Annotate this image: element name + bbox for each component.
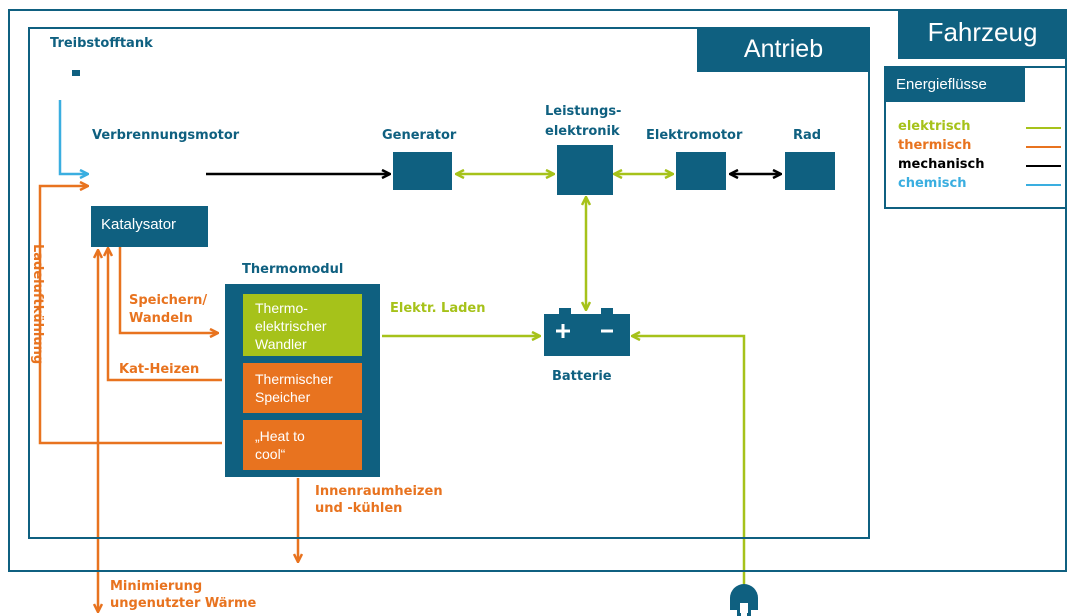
thermo-module-label: Thermomodul — [242, 262, 344, 277]
legend-label: mechanisch — [898, 157, 985, 172]
vehicle-frame — [8, 9, 1067, 572]
catalyst-box — [91, 206, 208, 247]
thermal-flow-line — [38, 186, 222, 445]
waste-heat-label-1: Minimierung — [110, 579, 203, 594]
thermal-flow-line — [108, 248, 222, 382]
thermoelectric-converter: Thermo- elektrischer Wandler — [243, 294, 362, 356]
store-convert-label-1: Speichern/ — [129, 293, 208, 308]
legend-label: chemisch — [898, 176, 967, 191]
chemical-flow-line — [58, 100, 88, 174]
legend-label: elektrisch — [898, 119, 971, 134]
legend-swatch — [1026, 165, 1061, 167]
waste-heat-label-2: ungenutzter Wärme — [110, 596, 257, 611]
legend-item-electric: elektrisch — [898, 119, 1068, 135]
generator-box — [393, 152, 452, 190]
module-line: Thermo- — [255, 300, 308, 316]
cabin-label-2: und -kühlen — [315, 501, 403, 516]
power-electronics-box — [557, 145, 613, 195]
charge-air-cooling-label: Ladeluftkühlung — [30, 244, 45, 365]
module-line: Speicher — [255, 389, 311, 405]
cat-heating-label: Kat-Heizen — [119, 362, 200, 377]
legend-item-chemical: chemisch — [898, 176, 1068, 192]
fuel-tank-label: Treibstofftank — [50, 36, 153, 51]
module-line: Thermischer — [255, 371, 333, 387]
legend-swatch — [1026, 127, 1061, 129]
thermal-flow-line — [118, 247, 218, 333]
store-convert-label-2: Wandeln — [129, 311, 193, 326]
power-electronics-label-1: Leistungs- — [545, 104, 622, 119]
legend: Energieflüsse elektrisch thermisch mecha… — [884, 66, 1067, 209]
thermal-storage: Thermischer Speicher — [243, 363, 362, 413]
fuel-pump-icon — [70, 67, 87, 87]
engine-label: Verbrennungsmotor — [92, 128, 240, 143]
generator-label: Generator — [382, 128, 457, 143]
elec-charging-label: Elektr. Laden — [390, 301, 486, 316]
plug-icon — [730, 584, 758, 616]
wheel-label: Rad — [793, 128, 822, 143]
cylinder-icons — [100, 160, 196, 188]
vehicle-label: Fahrzeug — [898, 9, 1067, 59]
electric-motor-label: Elektromotor — [646, 128, 743, 143]
legend-swatch — [1026, 184, 1061, 186]
electric-flow-line — [632, 336, 746, 598]
legend-swatch — [1026, 146, 1061, 148]
module-line: elektrischer — [255, 318, 327, 334]
drive-label: Antrieb — [697, 27, 870, 72]
legend-title: Energieflüsse — [886, 68, 1025, 102]
drive-frame — [28, 27, 870, 539]
module-line: „Heat to — [255, 428, 305, 444]
electric-motor-box — [676, 152, 726, 190]
module-line: cool“ — [255, 446, 286, 462]
battery-icon — [544, 308, 630, 356]
battery-label: Batterie — [552, 369, 612, 384]
legend-label: thermisch — [898, 138, 972, 153]
wheel-box — [785, 152, 835, 190]
legend-item-mechanical: mechanisch — [898, 157, 1068, 173]
legend-item-thermal: thermisch — [898, 138, 1068, 154]
power-electronics-label-2: elektronik — [545, 124, 620, 139]
catalyst-label: Katalysator — [101, 216, 177, 233]
heat-to-cool: „Heat to cool“ — [243, 420, 362, 470]
module-line: Wandler — [255, 336, 307, 352]
cabin-label-1: Innenraumheizen — [315, 484, 443, 499]
